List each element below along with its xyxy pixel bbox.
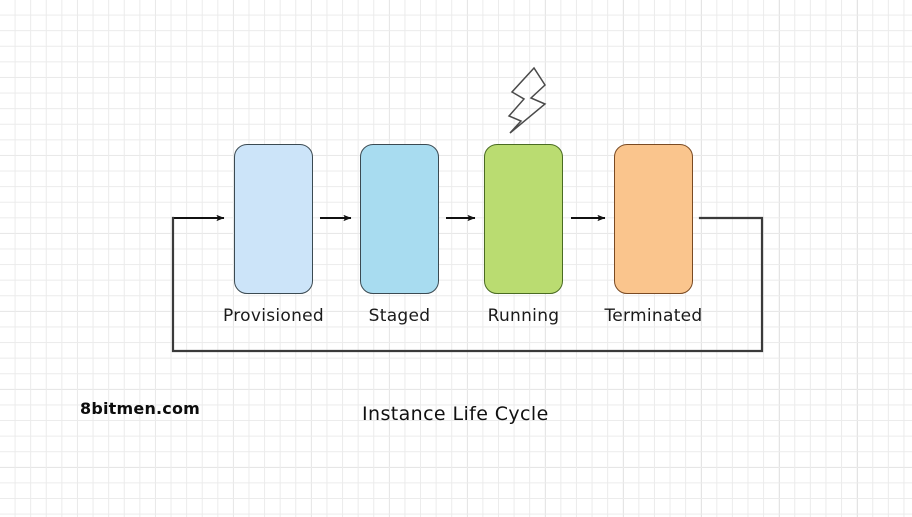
watermark-label: 8bitmen.com [80,399,201,418]
state-box-running[interactable] [484,144,563,294]
state-label-staged: Staged [368,306,431,326]
diagram-title: Instance Life Cycle [362,403,549,425]
state-label-terminated: Terminated [604,306,703,326]
state-box-terminated[interactable] [614,144,693,294]
state-label-running: Running [487,306,560,326]
edge-terminated-feedback-loop [171,216,764,353]
state-box-staged[interactable] [360,144,439,294]
state-box-provisioned[interactable] [234,144,313,294]
lightning-bolt-icon [507,66,547,134]
state-label-provisioned: Provisioned [222,306,325,326]
